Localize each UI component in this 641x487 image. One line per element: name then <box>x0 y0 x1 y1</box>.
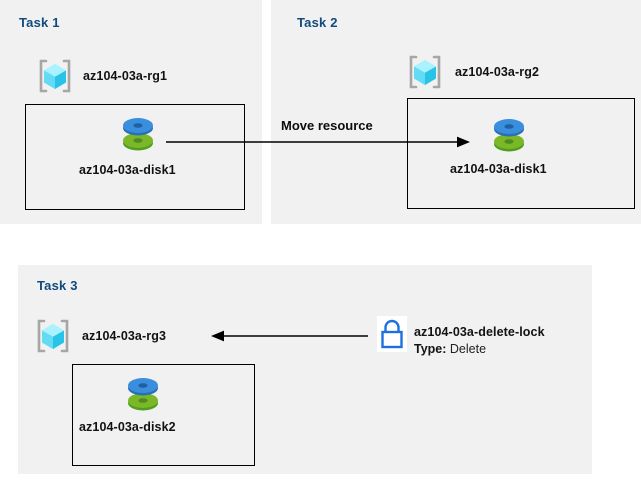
resource-group-cube-icon <box>406 53 444 91</box>
managed-disk-icon <box>489 114 529 156</box>
resource-label-task-2: az104-03a-disk1 <box>450 162 547 176</box>
resource-box-task-1 <box>25 104 245 210</box>
panel-task-1 <box>0 0 262 224</box>
resource-group-label-task-1: az104-03a-rg1 <box>83 69 167 83</box>
resource-label-task-3: az104-03a-disk2 <box>79 420 176 434</box>
resource-group-label-task-2: az104-03a-rg2 <box>455 65 539 79</box>
delete-lock-type-key: Type: <box>414 342 447 356</box>
delete-lock-arrow <box>210 326 370 346</box>
resource-box-task-3 <box>72 364 255 466</box>
panel-title-task-1: Task 1 <box>19 15 60 30</box>
resource-group-cube-icon <box>34 317 72 355</box>
resource-group-cube-icon <box>36 57 74 95</box>
panel-task-2 <box>271 0 641 224</box>
resource-group-label-task-3: az104-03a-rg3 <box>82 329 166 343</box>
managed-disk-icon <box>118 113 158 155</box>
resource-lock-icon <box>377 316 407 352</box>
resource-box-task-2 <box>407 98 635 209</box>
delete-lock-type-value: Delete <box>449 342 487 356</box>
move-resource-label: Move resource <box>281 118 373 133</box>
delete-lock-name-label: az104-03a-delete-lock <box>414 325 545 339</box>
resource-label-task-1: az104-03a-disk1 <box>79 163 176 177</box>
panel-title-task-2: Task 2 <box>297 15 338 30</box>
managed-disk-icon <box>123 373 163 415</box>
panel-title-task-3: Task 3 <box>37 278 78 293</box>
panel-task-3 <box>18 265 592 474</box>
delete-lock-type-label: Type: Delete <box>414 342 486 356</box>
move-resource-arrow <box>166 132 476 152</box>
